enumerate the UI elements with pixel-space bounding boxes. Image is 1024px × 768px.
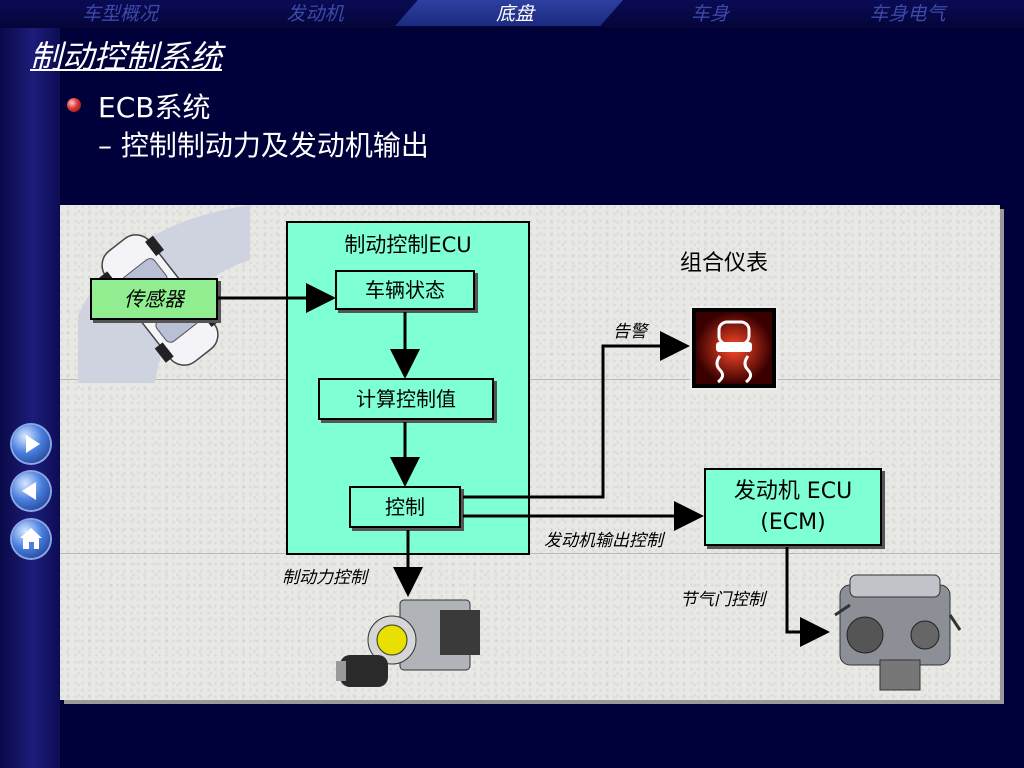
tab-chassis[interactable]: 底盘	[495, 3, 534, 25]
next-arrow-icon[interactable]	[12, 425, 50, 463]
left-sidebar-bar	[0, 0, 60, 768]
vehicle-state-box: 车辆状态	[335, 270, 475, 310]
brake-force-control-label: 制动力控制	[282, 568, 367, 588]
skid-warning-lamp	[690, 306, 778, 390]
throttle-control-label: 节气门控制	[680, 590, 765, 610]
top-nav: 车型概况 发动机 底盘 车身 车身电气	[0, 0, 1024, 28]
warning-label: 告警	[613, 322, 647, 342]
divider-line	[60, 553, 1000, 554]
prev-arrow-icon[interactable]	[12, 472, 50, 510]
tab-vehicle-overview[interactable]: 车型概况	[81, 3, 158, 25]
home-icon[interactable]	[12, 520, 50, 558]
page-title: 制动控制系统	[30, 38, 223, 76]
sensor-box: 传感器	[90, 278, 218, 320]
control-box: 控制	[349, 486, 461, 528]
arrow-ecm-to-engine	[785, 547, 830, 647]
engine-ecu-label: 发动机 ECU	[733, 479, 853, 504]
tab-body[interactable]: 车身	[690, 3, 729, 25]
engine-ecu-box: 发动机 ECU (ECM)	[704, 468, 882, 546]
calc-control-value-box: 计算控制值	[318, 378, 494, 420]
bullet-icon	[67, 98, 81, 112]
diagram-panel: 传感器 制动控制ECU 车辆状态 计算控制值 控制 组合仪表 告警 发动机 EC…	[60, 205, 1000, 700]
bullet-heading: ECB系统	[98, 91, 211, 124]
tab-body-electrical[interactable]: 车身电气	[869, 3, 946, 25]
combination-meter-label: 组合仪表	[680, 251, 769, 276]
ecm-label: (ECM)	[760, 510, 826, 535]
tab-engine[interactable]: 发动机	[286, 3, 344, 25]
engine-output-control-label: 发动机输出控制	[544, 531, 663, 551]
skid-warning-icon	[696, 312, 772, 384]
active-tab-highlight	[395, 0, 623, 26]
sub-bullet-text: – 控制制动力及发动机输出	[98, 129, 429, 162]
brake-ecu-title: 制动控制ECU	[344, 233, 472, 257]
